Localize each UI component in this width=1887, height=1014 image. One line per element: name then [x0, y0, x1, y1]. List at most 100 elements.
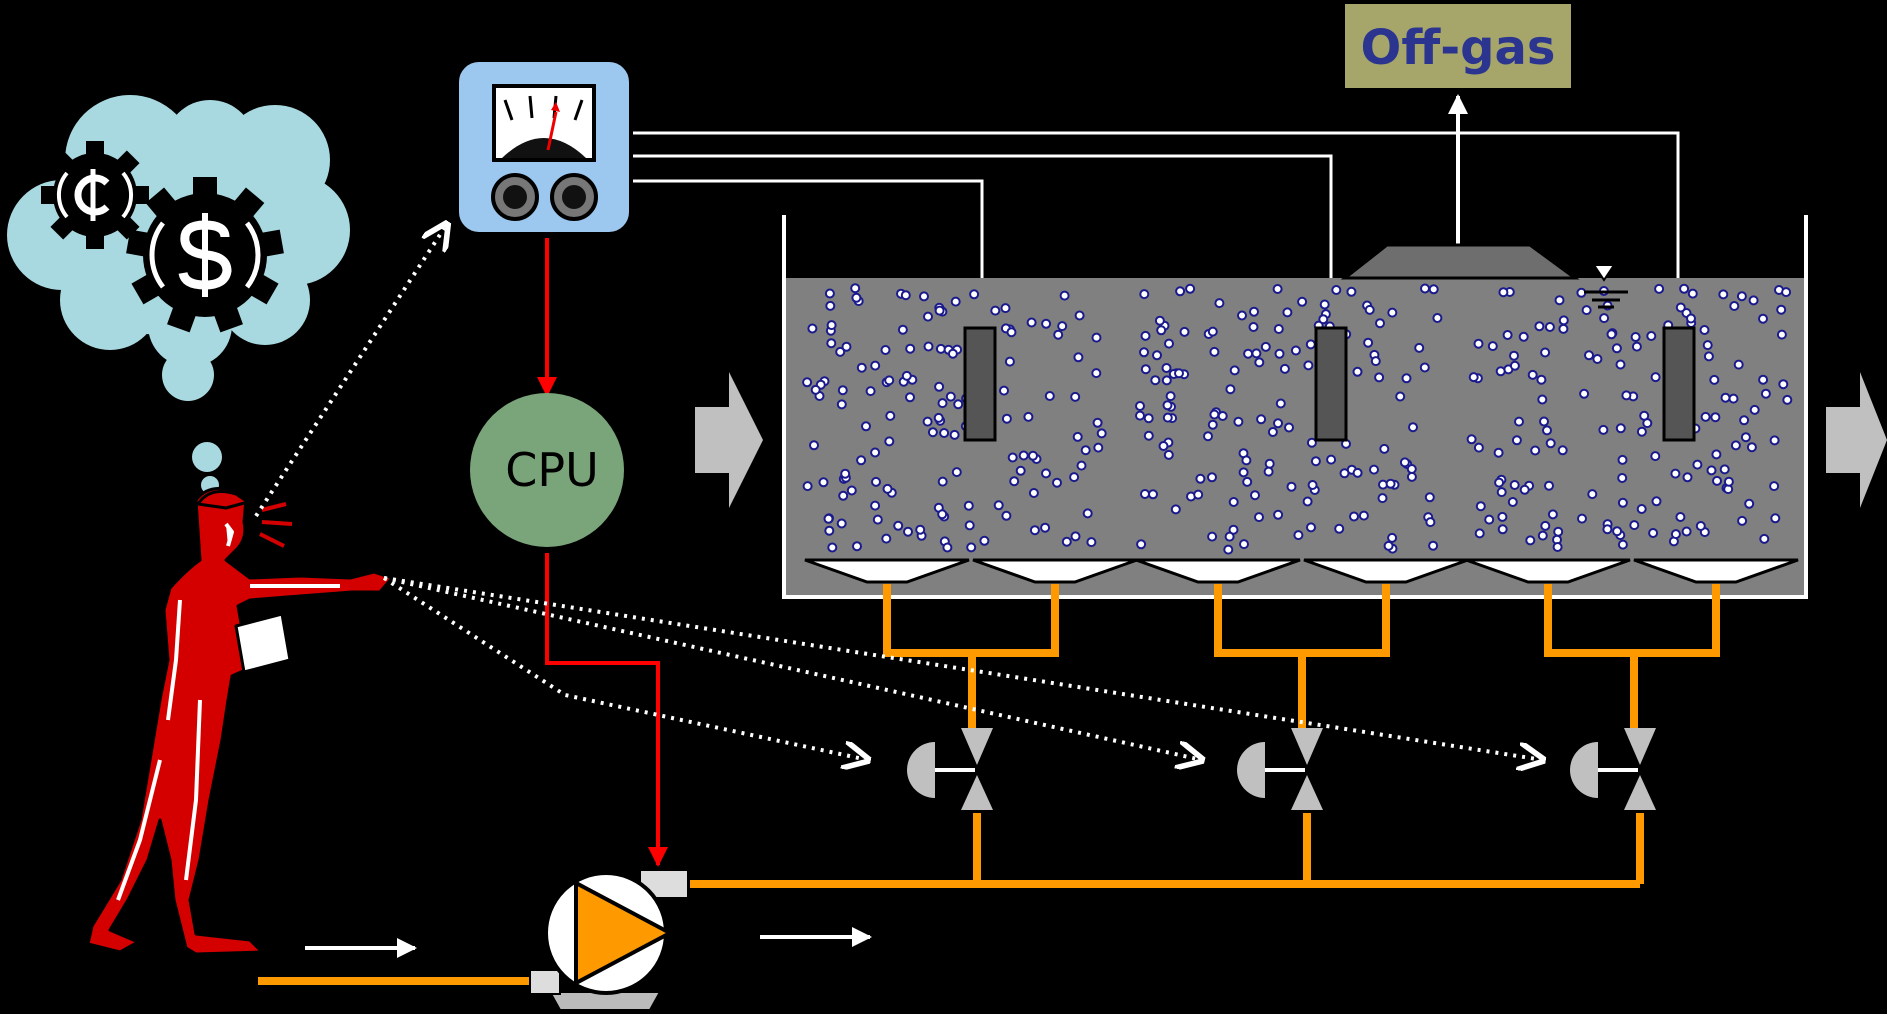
- air-bubble: [1536, 374, 1547, 385]
- air-bubble: [1273, 509, 1284, 520]
- air-bubble: [1746, 442, 1757, 453]
- air-bubble: [1140, 364, 1151, 375]
- air-bubble: [937, 398, 948, 409]
- air-bubble: [1537, 530, 1548, 541]
- cpu-label: CPU: [505, 443, 599, 497]
- air-bubble: [1148, 489, 1158, 500]
- air-bubble: [880, 345, 891, 355]
- do-probe-3: [1662, 326, 1696, 442]
- air-bubble: [1238, 467, 1249, 478]
- air-bubble: [933, 412, 944, 423]
- air-bubble: [1730, 440, 1741, 451]
- air-bubble: [1284, 422, 1294, 433]
- air-bubble: [1040, 522, 1051, 533]
- air-bubble: [1420, 283, 1430, 294]
- air-bubble: [1547, 509, 1558, 520]
- air-bubble: [1369, 464, 1379, 475]
- air-bubble: [825, 300, 836, 311]
- air-bubble: [1001, 413, 1012, 424]
- air-bubble: [1015, 465, 1026, 476]
- air-bubble: [1207, 326, 1218, 337]
- air-bubble: [1007, 452, 1018, 463]
- air-bubble: [901, 370, 912, 381]
- air-bubble: [1639, 410, 1650, 421]
- air-bubble: [1203, 431, 1213, 442]
- off-gas-hood: [1340, 243, 1580, 280]
- air-bubble: [1229, 365, 1240, 376]
- air-bubble: [1374, 372, 1385, 383]
- air-bubble: [865, 386, 876, 397]
- air-bubble: [1275, 398, 1286, 409]
- air-bubble: [900, 290, 911, 301]
- air-bubble: [826, 320, 837, 331]
- air-bubble: [1250, 490, 1260, 501]
- air-bubble: [1282, 307, 1293, 318]
- air-bubble: [1692, 459, 1703, 470]
- aeration-tank: [782, 215, 1808, 599]
- air-bubble: [1310, 456, 1321, 467]
- air-bubble: [818, 477, 829, 488]
- air-bubble: [1273, 324, 1284, 334]
- air-bubble: [1379, 443, 1390, 454]
- air-bubble: [1428, 540, 1439, 551]
- air-bubble: [1209, 346, 1220, 357]
- air-bubble: [835, 346, 846, 357]
- air-bubble: [1760, 388, 1771, 399]
- air-bubble: [1272, 284, 1283, 294]
- air-bubble: [1161, 375, 1172, 386]
- air-bubble: [1023, 411, 1034, 422]
- air-bubble: [1387, 532, 1398, 543]
- water-level-icon: [1584, 264, 1628, 309]
- air-bubble: [1135, 401, 1145, 411]
- air-bubble: [993, 500, 1004, 511]
- air-bubble: [1778, 379, 1789, 390]
- air-bubble: [1540, 520, 1551, 531]
- air-bubble: [1251, 348, 1262, 359]
- air-bubble: [1274, 348, 1285, 359]
- air-bubble: [1164, 338, 1174, 349]
- air-bubble: [1175, 286, 1186, 297]
- air-bubble: [1720, 392, 1731, 403]
- air-bubble: [1611, 343, 1622, 354]
- air-bubble: [897, 324, 908, 335]
- air-bubble: [1193, 489, 1204, 500]
- air-bubble: [1709, 374, 1720, 385]
- air-bubble: [1029, 525, 1040, 536]
- air-bubble: [1711, 449, 1722, 460]
- air-bubble: [1057, 321, 1068, 332]
- air-bubble: [881, 533, 892, 544]
- air-bubble: [1527, 369, 1538, 380]
- air-bubble: [1326, 454, 1337, 465]
- air-bubble: [1539, 416, 1549, 427]
- diffuser-4: [1303, 558, 1469, 584]
- signal-cpu-to-pump: [545, 553, 668, 867]
- do-probe-2: [1314, 326, 1348, 442]
- air-bubble: [1612, 526, 1623, 537]
- air-bubble: [1170, 504, 1181, 515]
- air-bubble: [1041, 318, 1052, 329]
- air-bubble: [1154, 315, 1165, 326]
- air-bubble: [990, 305, 1001, 316]
- air-bubble: [1061, 536, 1072, 547]
- air-bubble: [856, 455, 867, 466]
- air-bubble: [1686, 313, 1696, 324]
- air-bubble: [837, 385, 848, 396]
- air-bubble: [1617, 497, 1628, 508]
- air-bubble: [870, 500, 881, 511]
- air-bubble: [979, 535, 990, 546]
- air-bubble: [1152, 350, 1162, 361]
- air-bubble: [1091, 332, 1102, 343]
- air-bubble: [1279, 363, 1290, 374]
- air-bubble: [1681, 526, 1692, 537]
- air-bubble: [1758, 313, 1768, 324]
- air-bubble: [1769, 435, 1780, 446]
- air-bubble: [1091, 368, 1102, 379]
- air-bubble: [915, 524, 926, 535]
- air-bubble: [1207, 472, 1217, 483]
- air-bubble: [1239, 539, 1249, 550]
- air-bubble: [1364, 304, 1375, 315]
- air-bubble: [1432, 313, 1443, 323]
- air-bubble: [1070, 391, 1081, 402]
- outflow-arrow: [1826, 372, 1887, 508]
